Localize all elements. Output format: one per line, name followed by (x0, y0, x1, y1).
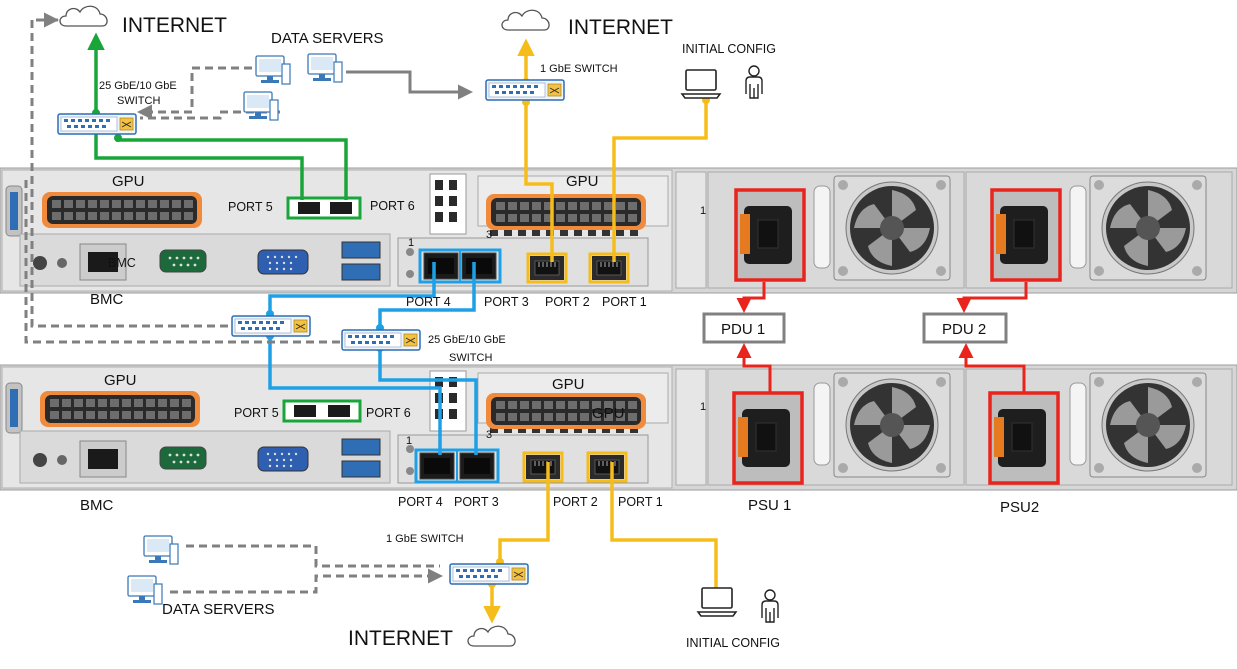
server-1-port3-label: PORT 3 (484, 295, 529, 309)
server-2-gpu-label-overlay: GPU (592, 405, 625, 422)
internet-label-top-left: INTERNET (122, 14, 227, 37)
server-1-psu-2-socket (991, 189, 1061, 281)
data-server-pc-1 (255, 55, 291, 85)
server-1-bmc-inline-label: BMC (108, 256, 136, 270)
server-2-port2-label: PORT 2 (553, 495, 598, 509)
switch-25gbe-top (57, 113, 137, 135)
pdu-1-label: PDU 1 (721, 321, 765, 338)
switch-1-label-top: 1 GbE SWITCH (540, 63, 618, 75)
server-1-port-2 (529, 255, 565, 281)
server-1-psu-slot-label: 1 (700, 205, 706, 217)
switch-25-label-top-line1: 25 GbE/10 GbE (99, 80, 177, 92)
server-1-port-1 (591, 255, 627, 281)
psu-1-label: PSU 1 (748, 497, 791, 514)
server-2-port-2 (525, 454, 561, 480)
internet-label-top-right: INTERNET (568, 16, 673, 39)
switch-1gbe-bottom (449, 563, 529, 585)
server-2-port1-label: PORT 1 (618, 495, 663, 509)
server-1-port4-label: PORT 4 (406, 295, 451, 309)
server-1-gpu-label-right: GPU (566, 173, 599, 190)
server-1-psu-1-socket (735, 189, 805, 281)
server-2-slot1-label: 1 (406, 435, 412, 447)
laptop-icon-bottom (697, 587, 737, 617)
server-1-gpu-left (42, 192, 202, 228)
server-1-bmc-label: BMC (90, 291, 124, 308)
pdu-1-box (702, 312, 786, 344)
server-2-port4-label: PORT 4 (398, 495, 443, 509)
person-icon-bottom (761, 589, 779, 623)
switch-1gbe-top (485, 79, 565, 101)
switch-25gbe-mid-left (231, 315, 311, 337)
data-server-pc-4 (143, 535, 179, 565)
server-2-psu-2-socket (989, 392, 1059, 484)
server-1-slot3-label: 3 (486, 229, 492, 241)
server-2-port6-label: PORT 6 (366, 406, 411, 420)
server-2-bmc-label: BMC (80, 497, 114, 514)
gray-links (24, 12, 473, 594)
data-servers-label-top: DATA SERVERS (271, 30, 384, 47)
blue-links (268, 262, 478, 455)
pdu-2-label: PDU 2 (942, 321, 986, 338)
cloud-icon-top-right (501, 9, 550, 31)
data-server-pc-2 (307, 53, 343, 83)
server-1-gpu-right (486, 194, 646, 230)
internet-label-bottom: INTERNET (348, 627, 453, 650)
switch-25-label-top-line2: SWITCH (117, 95, 160, 107)
red-power-links (736, 282, 1028, 392)
server-2-slot3-label: 3 (486, 429, 492, 441)
laptop-icon-top (681, 69, 721, 99)
server-1-port-3 (461, 252, 497, 280)
server-2-psu-slot-label: 1 (700, 401, 706, 413)
data-server-pc-5 (127, 575, 163, 605)
pdu-2-box (922, 312, 1008, 344)
server-2-port-1 (589, 454, 625, 480)
server-1-port-4 (423, 252, 459, 280)
server-1-slot1-label: 1 (408, 237, 414, 249)
server-1-port2-label: PORT 2 (545, 295, 590, 309)
person-icon-top (745, 65, 763, 99)
server-1-chassis (0, 168, 1237, 293)
switch-25-label-mid-line2: SWITCH (449, 352, 492, 364)
cloud-icon-bottom (467, 625, 516, 647)
server-2-port-4 (419, 452, 455, 480)
server-2-port3-label: PORT 3 (454, 495, 499, 509)
initial-config-label-bottom: INITIAL CONFIG (686, 636, 780, 650)
server-2-gpu-label-right: GPU (552, 376, 585, 393)
switch-25gbe-mid-right (341, 329, 421, 351)
psu-2-label: PSU2 (1000, 499, 1039, 516)
server-2-chassis (0, 365, 1237, 490)
cloud-icon-top-left (59, 5, 108, 27)
switch-25-label-mid-line1: 25 GbE/10 GbE (428, 334, 506, 346)
server-2-gpu-label-left: GPU (104, 372, 137, 389)
server-1-port6-label: PORT 6 (370, 199, 415, 213)
server-1-port1-label: PORT 1 (602, 295, 647, 309)
server-1-port5-label: PORT 5 (228, 200, 273, 214)
server-2-psu-1-socket (733, 392, 803, 484)
switch-1-label-bottom: 1 GbE SWITCH (386, 533, 464, 545)
data-servers-label-bottom: DATA SERVERS (162, 601, 275, 618)
data-server-pc-3 (243, 91, 279, 121)
yellow-links (483, 38, 718, 624)
server-2-gpu-left (40, 391, 200, 427)
initial-config-label-top: INITIAL CONFIG (682, 42, 776, 56)
server-1-gpu-label-left: GPU (112, 173, 145, 190)
server-2-port5-label: PORT 5 (234, 406, 279, 420)
server-2-port-3 (459, 452, 495, 480)
